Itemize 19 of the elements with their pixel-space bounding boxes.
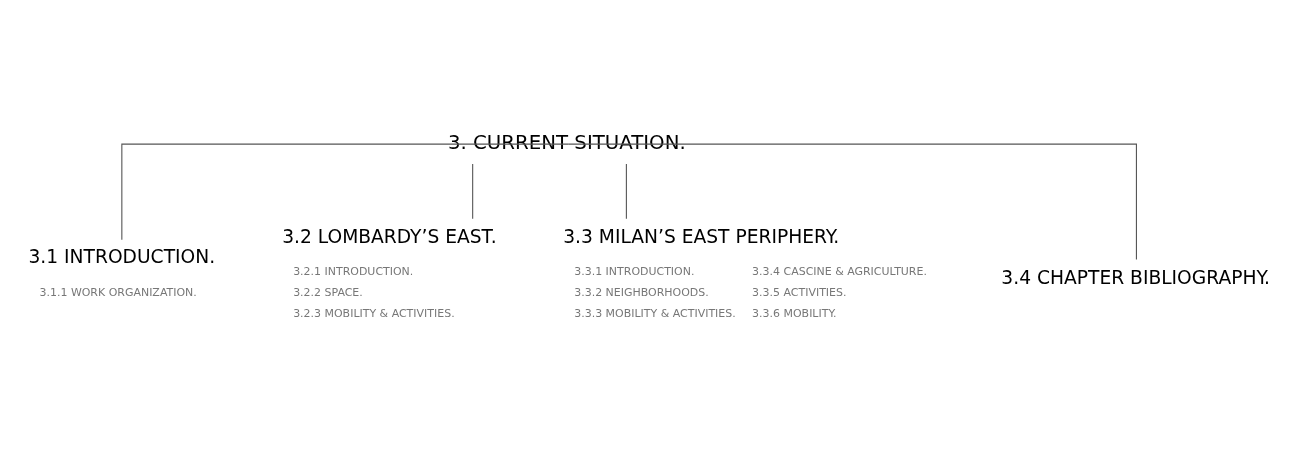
node-text: 3.4 CHAPTER BIBLIOGRAPHY.: [1001, 266, 1271, 288]
node-text: 3. CURRENT SITUATION.: [447, 130, 686, 154]
node-label: 3.3.5 ACTIVITIES.: [752, 285, 847, 299]
node-text: 3.1 INTRODUCTION.: [28, 245, 216, 267]
connector: [625, 162, 627, 219]
connector: [121, 143, 570, 240]
node-label: 3.2.2 SPACE.: [293, 285, 363, 299]
node-label: 3.2.1 INTRODUCTION.: [293, 264, 414, 278]
node-label: 3.2.3 MOBILITY & ACTIVITIES.: [293, 306, 455, 320]
node-text: 3.2 LOMBARDY’S EAST.: [282, 225, 497, 247]
node-label: 3.1.1 WORK ORGANIZATION.: [39, 285, 197, 299]
node-label: 3.3.2 NEIGHBORHOODS.: [574, 285, 709, 299]
node-label: 3.3.4 CASCINE & AGRICULTURE.: [752, 264, 927, 278]
node-label: 3.3.3 MOBILITY & ACTIVITIES.: [574, 306, 736, 320]
node-label: 3.3.6 MOBILITY.: [752, 306, 837, 320]
node-text: 3.3 MILAN’S EAST PERIPHERY.: [563, 225, 840, 247]
connector: [568, 143, 1137, 260]
connector: [472, 162, 474, 219]
node-label: 3.3.1 INTRODUCTION.: [574, 264, 695, 278]
